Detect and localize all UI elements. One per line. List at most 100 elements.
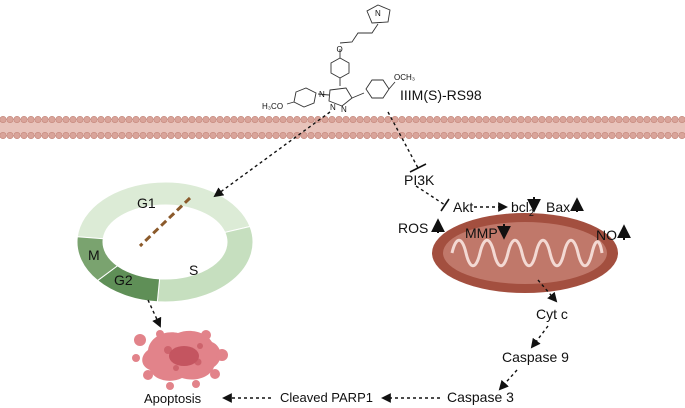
phospholipid-head (328, 116, 336, 124)
casp3-label: Caspase 3 (447, 389, 514, 405)
phospholipid-head (531, 132, 539, 140)
phospholipid-head (580, 116, 588, 124)
phospholipid-head (650, 116, 658, 124)
phospholipid-head (412, 116, 420, 124)
phospholipid-head (405, 132, 413, 140)
phospholipid-head (202, 116, 210, 124)
apoptotic-bleb (156, 330, 164, 338)
phospholipid-head (454, 132, 462, 140)
phospholipid-head (580, 132, 588, 140)
phospholipid-head (195, 116, 203, 124)
apoptotic-bleb (201, 330, 211, 340)
phospholipid-head (146, 116, 154, 124)
phospholipid-head (286, 116, 294, 124)
phase-s-label: S (189, 262, 198, 278)
phospholipid-head (83, 132, 91, 140)
phospholipid-head (237, 116, 245, 124)
apoptotic-nucleus (169, 346, 199, 366)
phospholipid-head (279, 116, 287, 124)
phospholipid-head (552, 116, 560, 124)
phospholipid-head (181, 116, 189, 124)
phospholipid-head (167, 132, 175, 140)
phospholipid-head (258, 116, 266, 124)
compound-structure (286, 4, 396, 108)
phospholipid-head (202, 132, 210, 140)
apoptotic-fragment (173, 365, 179, 371)
casp9-label: Caspase 9 (502, 349, 569, 365)
bcl2-label: bcl2 (511, 199, 534, 218)
benzyl-bond (317, 93, 330, 96)
phospholipid-head (447, 132, 455, 140)
phospholipid-head (342, 132, 350, 140)
phospholipid-head (370, 132, 378, 140)
triazole-n2-label: N (330, 103, 336, 112)
phospholipid-head (146, 132, 154, 140)
phospholipid-head (223, 132, 231, 140)
phospholipid-head (454, 116, 462, 124)
apoptotic-fragment (164, 346, 172, 354)
phospholipid-head (608, 132, 616, 140)
pyrrolidine-ring (366, 4, 391, 24)
no-label: NO (596, 227, 617, 243)
apoptotic-bleb (132, 354, 140, 362)
phospholipid-head (55, 116, 63, 124)
cell-cycle: G1 S G2 M (76, 181, 254, 303)
propyl-chain (339, 23, 379, 44)
phospholipid-head (440, 132, 448, 140)
phospholipid-head (349, 116, 357, 124)
phospholipid-head (300, 132, 308, 140)
phospholipid-head (13, 116, 21, 124)
pyrrolidine-n-label: N (375, 9, 381, 18)
triazole-ring (328, 87, 353, 107)
phospholipid-head (111, 116, 119, 124)
phospholipid-head (335, 132, 343, 140)
phospholipid-head (601, 132, 609, 140)
phospholipid-head (195, 132, 203, 140)
phospholipid-head (643, 116, 651, 124)
apoptosis-label: Apoptosis (144, 391, 202, 406)
phospholipid-head (0, 116, 7, 123)
phospholipid-head (426, 116, 434, 124)
left-methoxy-label: H₃CO (262, 102, 283, 111)
phospholipid-head (461, 116, 469, 124)
phospholipid-head (503, 116, 511, 124)
upper-phenyl-ring (330, 57, 350, 79)
phospholipid-head (356, 116, 364, 124)
phospholipid-head (132, 132, 140, 140)
phospholipid-head (55, 132, 63, 140)
ros-label: ROS (398, 220, 428, 236)
phospholipid-head (34, 116, 42, 124)
phospholipid-head (125, 116, 133, 124)
phase-g1-segment (76, 181, 251, 240)
phospholipid-head (76, 132, 84, 140)
phospholipid-head (482, 132, 490, 140)
phospholipid-head (286, 132, 294, 140)
phospholipid-head (321, 132, 329, 140)
phospholipid-head (83, 116, 91, 124)
phospholipid-head (503, 132, 511, 140)
phospholipid-head (384, 132, 392, 140)
mito-to-cytc-arrow (537, 279, 558, 303)
phospholipid-head (524, 132, 532, 140)
phospholipid-head (272, 116, 280, 124)
phospholipid-head (391, 132, 399, 140)
phospholipid-head (160, 116, 168, 124)
phospholipid-head (230, 132, 238, 140)
phospholipid-head (41, 116, 49, 124)
phospholipid-head (307, 116, 315, 124)
phospholipid-head (517, 132, 525, 140)
phospholipid-head (622, 132, 630, 140)
cell-membrane (0, 116, 685, 140)
phospholipid-head (356, 132, 364, 140)
apoptotic-bleb (216, 349, 228, 361)
akt-inhibition-bar (440, 198, 450, 212)
apoptotic-bleb (143, 370, 153, 380)
phospholipid-head (559, 132, 567, 140)
phospholipid-head (377, 132, 385, 140)
phospholipid-head (216, 132, 224, 140)
cytc-label: Cyt c (536, 306, 568, 322)
pi3k-label: PI3K (404, 172, 435, 188)
phospholipid-head (615, 132, 623, 140)
phospholipid-head (433, 132, 441, 140)
compound-to-pi3k-inhibition (387, 111, 419, 169)
